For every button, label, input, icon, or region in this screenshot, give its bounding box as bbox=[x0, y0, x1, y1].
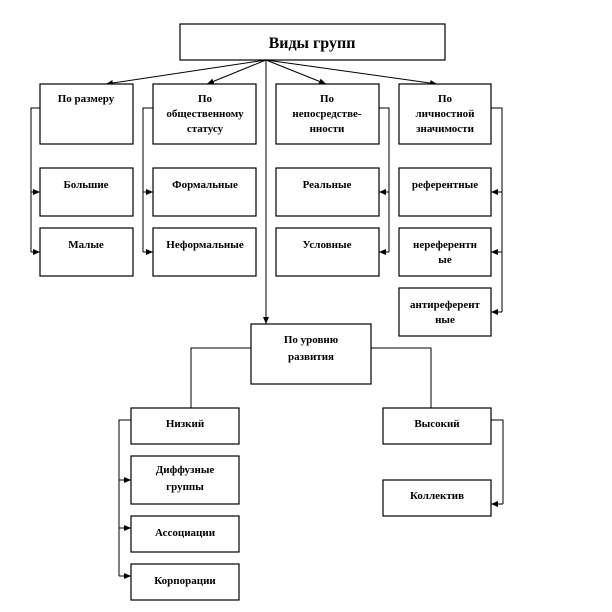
category-label: нности bbox=[310, 123, 345, 135]
box-text: По уровню bbox=[284, 334, 338, 346]
item-real: Реальные bbox=[275, 167, 380, 217]
box-text: ные bbox=[435, 314, 455, 326]
item-diffuse: Диффузные группы bbox=[130, 455, 240, 505]
box-text: Диффузные bbox=[156, 464, 215, 476]
box-text: Низкий bbox=[166, 418, 205, 430]
box-text: Формальные bbox=[172, 179, 238, 191]
title-box: Виды групп bbox=[179, 23, 446, 61]
category-label: значимости bbox=[416, 123, 474, 135]
category-status: По общественному статусу bbox=[152, 83, 257, 145]
category-label: статусу bbox=[187, 123, 224, 135]
category-label: непосредстве- bbox=[292, 108, 361, 120]
item-formal: Формальные bbox=[152, 167, 257, 217]
box-text: Корпорации bbox=[154, 575, 216, 587]
box-text: Малые bbox=[68, 239, 104, 251]
category-development: По уровню развития bbox=[250, 323, 372, 385]
category-label: По bbox=[320, 93, 335, 105]
item-nonreferent: нереферентн ые bbox=[398, 227, 492, 277]
box-text: Условные bbox=[303, 239, 352, 251]
item-antireferent: антиреферент ные bbox=[398, 287, 492, 337]
category-label: По размеру bbox=[58, 93, 115, 105]
box-text: ые bbox=[438, 254, 452, 266]
box-text: Неформальные bbox=[166, 239, 244, 251]
category-label: По bbox=[438, 93, 453, 105]
item-nominal: Условные bbox=[275, 227, 380, 277]
item-associations: Ассоциации bbox=[130, 515, 240, 553]
box-text: развития bbox=[288, 351, 334, 363]
box-text: антиреферент bbox=[410, 299, 481, 311]
item-informal: Неформальные bbox=[152, 227, 257, 277]
connectors bbox=[30, 59, 504, 579]
category-size: По размеру bbox=[39, 83, 134, 145]
item-referent: референтные bbox=[398, 167, 492, 217]
item-collective: Коллектив bbox=[382, 479, 492, 517]
category-personal: По личностной значимости bbox=[398, 83, 492, 145]
box-text: Ассоциации bbox=[155, 527, 216, 539]
box-text: Большие bbox=[63, 179, 108, 191]
level-high: Высокий bbox=[382, 407, 492, 445]
item-small: Малые bbox=[39, 227, 134, 277]
box-text: Реальные bbox=[303, 179, 352, 191]
box-text: референтные bbox=[412, 179, 478, 191]
box-text: группы bbox=[166, 481, 204, 493]
box-text: Коллектив bbox=[410, 490, 464, 502]
category-label: общественному bbox=[166, 108, 244, 120]
category-label: По bbox=[198, 93, 213, 105]
box-text: Высокий bbox=[414, 418, 460, 430]
title-text: Виды групп bbox=[269, 35, 356, 52]
category-immediacy: По непосредстве- нности bbox=[275, 83, 380, 145]
box-text: нереферентн bbox=[413, 239, 478, 251]
level-low: Низкий bbox=[130, 407, 240, 445]
item-large: Большие bbox=[39, 167, 134, 217]
category-label: личностной bbox=[415, 108, 475, 120]
item-corporations: Корпорации bbox=[130, 563, 240, 601]
